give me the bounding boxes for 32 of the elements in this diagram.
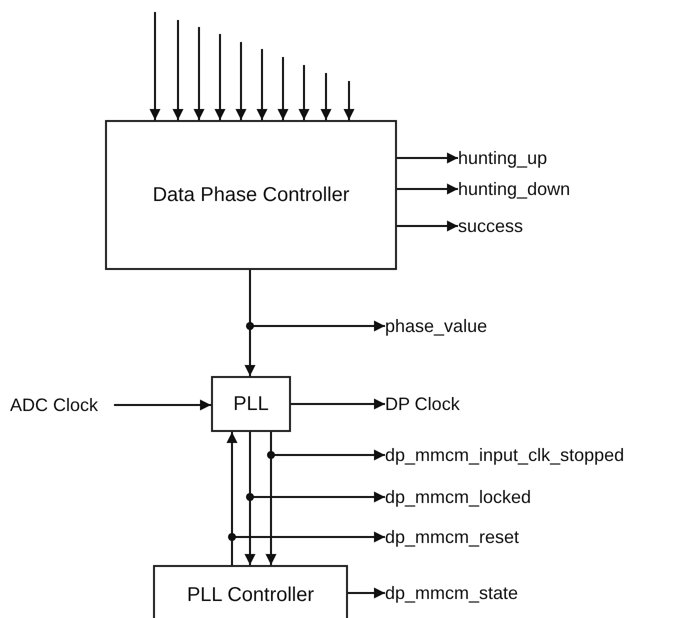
block-label: PLL [233, 392, 269, 416]
signal-label: hunting_up [458, 146, 568, 170]
signal-label: DP Clock [385, 392, 485, 416]
arrow [172, 20, 184, 120]
signal-label: phase_value [385, 314, 515, 338]
arrow [114, 400, 211, 410]
arrow [397, 184, 458, 194]
block-box [105, 120, 397, 270]
arrow [278, 57, 288, 120]
signal-label: dp_mmcm_reset [385, 525, 545, 549]
signal-label: dp_mmcm_input_clk_stopped [385, 443, 685, 467]
signal-label: ADC Clock [10, 393, 114, 417]
arrow [397, 152, 458, 164]
signal-label: dp_mmcm_locked [385, 485, 555, 509]
signal-label: dp_mmcm_state [385, 581, 555, 605]
block-box [153, 565, 348, 618]
arrow [150, 12, 160, 120]
arrow [194, 27, 204, 120]
arrow [320, 73, 332, 120]
arrow [236, 42, 246, 120]
signal-label: hunting_down [458, 177, 588, 201]
arrow [291, 398, 385, 410]
signal-label: success [458, 214, 548, 238]
block-box [211, 376, 291, 432]
arrow [344, 81, 354, 120]
block-label: PLL Controller [186, 584, 314, 606]
arrow [348, 588, 385, 598]
arrow [214, 34, 226, 120]
block-label: Data Phase Controller [152, 184, 350, 206]
arrow [298, 65, 310, 120]
arrow [397, 220, 458, 232]
arrow [256, 49, 268, 120]
